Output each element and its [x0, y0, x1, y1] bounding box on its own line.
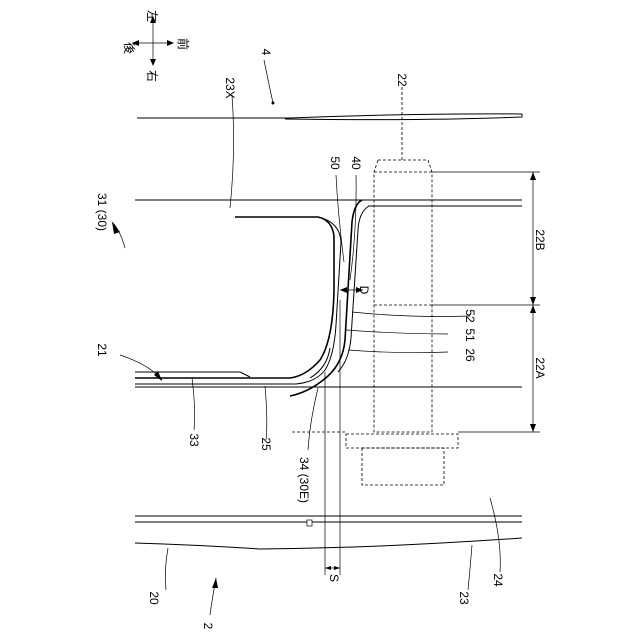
- leader-50: [336, 175, 344, 262]
- label-22: 22: [395, 73, 409, 87]
- leader-24: [490, 498, 500, 572]
- leader-52: [352, 312, 470, 317]
- label-D: D: [357, 286, 371, 295]
- arrow-head-right: [167, 40, 174, 46]
- dim-arrow-22b-bottom: [530, 297, 536, 305]
- leader-51: [346, 330, 448, 334]
- label-34-30E: 34 (30E): [297, 457, 311, 503]
- dim-S-arrow-left: [325, 566, 331, 570]
- leader-34: [308, 388, 318, 450]
- leader-23: [468, 545, 472, 590]
- label-4: 4: [259, 49, 273, 56]
- dim-arrow-22a-bottom: [530, 424, 536, 432]
- label-51: 51: [463, 328, 477, 342]
- small-marker: [307, 520, 312, 526]
- compass-label-left: 左: [145, 10, 160, 22]
- label-50: 50: [328, 156, 342, 170]
- compass-label-front: 前: [176, 38, 191, 50]
- label-23: 23: [457, 591, 471, 605]
- dim-arrow-22b-top: [530, 172, 536, 180]
- label-52: 52: [463, 309, 477, 323]
- compass-label-rear: 後: [122, 42, 136, 54]
- member-30E: [290, 200, 369, 396]
- bolt-22: [292, 87, 458, 485]
- member-flange-end: [240, 372, 250, 377]
- label-23X: 23X: [223, 77, 237, 98]
- outer-panel-curve: [135, 538, 522, 549]
- bracket-outer: [290, 200, 362, 396]
- label-33: 33: [187, 433, 201, 447]
- compass-label-right: 右: [145, 70, 160, 82]
- leader-26: [348, 350, 448, 353]
- leader-33: [192, 378, 195, 430]
- label-S: S: [327, 574, 341, 582]
- dim-arrow-22a-top: [530, 305, 536, 313]
- arrow-head-down: [150, 59, 156, 66]
- bolt-washer: [346, 434, 458, 448]
- leader-20: [165, 548, 168, 590]
- label-22B: 22B: [533, 229, 547, 250]
- direction-compass: 後 前 左 右: [122, 10, 191, 82]
- label-20: 20: [147, 591, 161, 605]
- leader-2-arrow: [212, 578, 218, 588]
- bolt-head: [362, 448, 444, 485]
- dim-D-arrow-left: [340, 287, 347, 293]
- reference-labels: 4 22 23X 50 40 31 (30) 22B D 52 51 26 22…: [95, 49, 547, 630]
- leader-4: [264, 60, 273, 103]
- label-26: 26: [463, 348, 477, 362]
- member-outer-wall: [135, 217, 334, 378]
- leader-lines: [112, 95, 500, 615]
- dimension-22A-22B: [432, 172, 540, 432]
- label-31-30: 31 (30): [95, 193, 109, 231]
- top-panel: [137, 60, 522, 120]
- label-22A: 22A: [533, 357, 547, 378]
- leader-23X: [230, 95, 234, 208]
- label-24: 24: [491, 573, 505, 587]
- label-21: 21: [95, 343, 109, 357]
- panel-edge-line: [137, 114, 522, 118]
- member-21: [135, 217, 341, 384]
- leader-25: [265, 386, 267, 440]
- leader-31-arrow: [112, 222, 120, 234]
- member-fillet: [310, 348, 330, 378]
- member-inner-wall: [135, 217, 341, 384]
- dim-S-arrow-right: [334, 566, 340, 570]
- label-40: 40: [349, 156, 363, 170]
- bolt-shank: [374, 160, 432, 432]
- label-25: 25: [259, 437, 273, 451]
- label-2: 2: [201, 623, 215, 630]
